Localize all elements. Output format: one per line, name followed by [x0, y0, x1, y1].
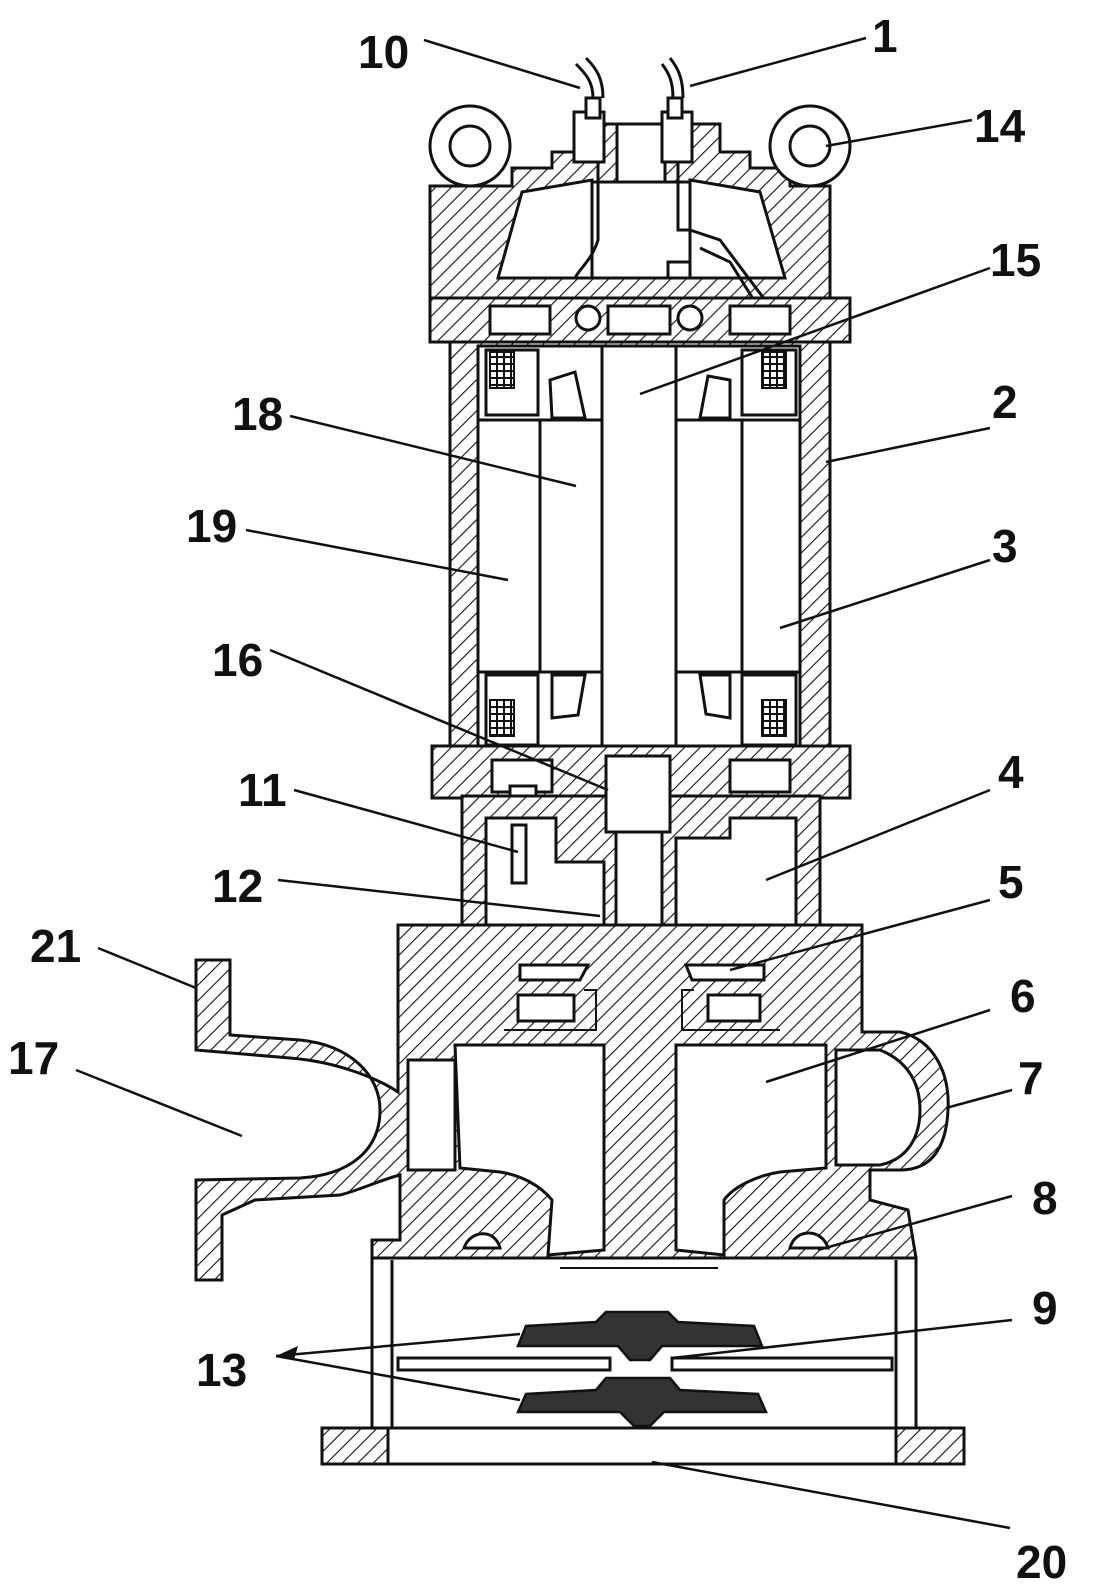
label-3: 3 — [992, 520, 1018, 572]
label-4: 4 — [998, 746, 1024, 798]
callout-labels: 10 1 14 15 2 18 19 3 16 11 4 12 5 21 6 1… — [8, 10, 1067, 1588]
label-14: 14 — [974, 100, 1026, 152]
stator-19 — [476, 418, 802, 674]
impeller-7 — [504, 963, 780, 1031]
label-1: 1 — [872, 10, 898, 62]
label-15: 15 — [990, 234, 1041, 286]
label-5: 5 — [998, 856, 1024, 908]
cutter-13 — [516, 1310, 768, 1428]
label-11: 11 — [238, 764, 287, 816]
shaft-15 — [600, 344, 678, 748]
label-16: 16 — [212, 634, 263, 686]
label-2: 2 — [992, 376, 1018, 428]
lifting-ring-14 — [428, 104, 852, 188]
label-20: 20 — [1016, 1536, 1067, 1588]
rotor-18 — [538, 418, 744, 674]
end-windings — [484, 348, 798, 747]
label-7: 7 — [1018, 1052, 1044, 1104]
label-6: 6 — [1010, 970, 1036, 1022]
label-10: 10 — [358, 26, 409, 78]
label-17: 17 — [8, 1032, 59, 1084]
upper-flange — [428, 296, 852, 344]
label-21: 21 — [30, 920, 81, 972]
label-18: 18 — [232, 388, 283, 440]
label-12: 12 — [212, 860, 263, 912]
top-cap — [428, 122, 832, 302]
cable-1 — [660, 57, 782, 341]
label-8: 8 — [1032, 1172, 1058, 1224]
leader-lines — [75, 36, 1013, 1530]
cutter-plate-9 — [396, 1356, 894, 1372]
label-13: 13 — [196, 1344, 247, 1396]
label-19: 19 — [186, 500, 237, 552]
cable-10 — [572, 56, 606, 279]
label-9: 9 — [1032, 1282, 1058, 1334]
